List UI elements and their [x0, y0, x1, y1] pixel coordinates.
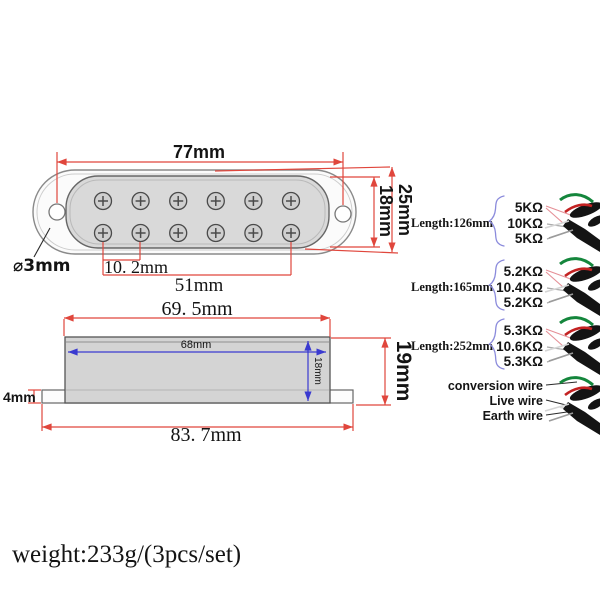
dim-body-height: 18mm — [304, 341, 323, 401]
dim-label-4mm: 4mm — [3, 389, 36, 405]
wiring-option-1: Length:126mm 5KΩ 10KΩ 5KΩ — [411, 193, 600, 254]
pole-screw — [281, 223, 301, 243]
wiring-option-2: Length:165mm 5.2KΩ 10.4KΩ 5.2KΩ — [411, 257, 600, 318]
pickup-cover-inner-edge — [36, 173, 353, 251]
mounting-hole-left — [48, 203, 66, 221]
resistance-label: 10.6KΩ — [496, 339, 543, 354]
resistance-label: 10KΩ — [507, 216, 543, 231]
resistance-label: 10.4KΩ — [496, 280, 543, 295]
cable-photo — [543, 316, 600, 377]
legend-label-conversion: conversion wire — [448, 379, 543, 393]
side-view-drawing: 69. 5mm 68mm 18mm 19mm 4mm — [3, 298, 415, 446]
dim-pole-spacing: 10. 2mm 51mm — [102, 242, 292, 296]
pole-screw — [168, 191, 188, 211]
pole-screw — [244, 223, 263, 243]
dim-label-25mm: 25mm — [395, 184, 415, 236]
cable-photo — [543, 376, 600, 437]
dim-flange-thickness: 4mm — [3, 389, 41, 405]
dim-inner-width: 68mm — [68, 339, 326, 356]
resistance-label: 5KΩ — [515, 200, 543, 215]
cable-photo — [543, 193, 600, 254]
dim-label-pitch: 10. 2mm — [104, 257, 168, 277]
leader-earth — [545, 411, 568, 416]
resistance-label: 5KΩ — [515, 231, 543, 246]
pole-screw — [206, 191, 226, 211]
top-view-drawing: 77mm 18mm 25mm ⌀3mm 10. 2mm 51mm — [13, 142, 415, 296]
wire-legend: conversion wire Live wire Earth wire — [448, 376, 600, 437]
dim-label-69-5: 69. 5mm — [161, 298, 233, 320]
resistance-label: 5.3KΩ — [504, 323, 544, 338]
pickup-face — [65, 175, 330, 249]
mounting-hole-right — [334, 205, 352, 223]
pole-screw — [131, 191, 150, 211]
resistance-label: 5.3KΩ — [504, 354, 544, 369]
cable-length-label: Length:252mm — [411, 339, 494, 353]
cable-photo — [543, 257, 600, 318]
dim-label-span: 51mm — [175, 275, 224, 296]
dim-label-hole: ⌀3mm — [13, 256, 71, 276]
dim-top-width: 77mm — [56, 142, 344, 205]
pole-screw — [206, 223, 226, 243]
pole-screw — [131, 223, 150, 243]
pole-screw — [93, 223, 113, 243]
dim-label-83-7: 83. 7mm — [170, 424, 242, 446]
dim-hole-diameter: ⌀3mm — [13, 227, 71, 276]
bobbin-body — [64, 336, 331, 404]
dim-label-18-side: 18mm — [312, 357, 323, 385]
dim-label-77mm: 77mm — [173, 142, 225, 162]
dim-label-18mm-top: 18mm — [376, 185, 396, 237]
resistance-label: 5.2KΩ — [504, 295, 544, 310]
legend-label-earth: Earth wire — [483, 409, 543, 423]
pole-screw — [93, 191, 113, 211]
dim-body-top-width: 69. 5mm — [63, 298, 331, 337]
pole-screw — [281, 191, 301, 211]
pole-screw — [168, 223, 188, 243]
dim-label-68: 68mm — [181, 339, 212, 351]
cable-length-label: Length:165mm — [411, 280, 494, 294]
dim-base-width: 83. 7mm — [41, 404, 354, 446]
resistance-label: 5.2KΩ — [504, 264, 544, 279]
weight-caption: weight:233g/(3pcs/set) — [12, 541, 241, 568]
pole-screw — [244, 191, 263, 211]
cable-length-label: Length:126mm — [411, 216, 494, 230]
legend-label-live: Live wire — [490, 394, 544, 408]
wiring-option-3: Length:252mm 5.3KΩ 10.6KΩ 5.3KΩ — [411, 316, 600, 377]
dim-total-height: 19mm — [331, 337, 415, 406]
dim-label-19mm: 19mm — [392, 341, 415, 402]
dim-heights: 18mm 25mm — [214, 166, 415, 254]
pickup-face-bevel — [69, 179, 326, 245]
